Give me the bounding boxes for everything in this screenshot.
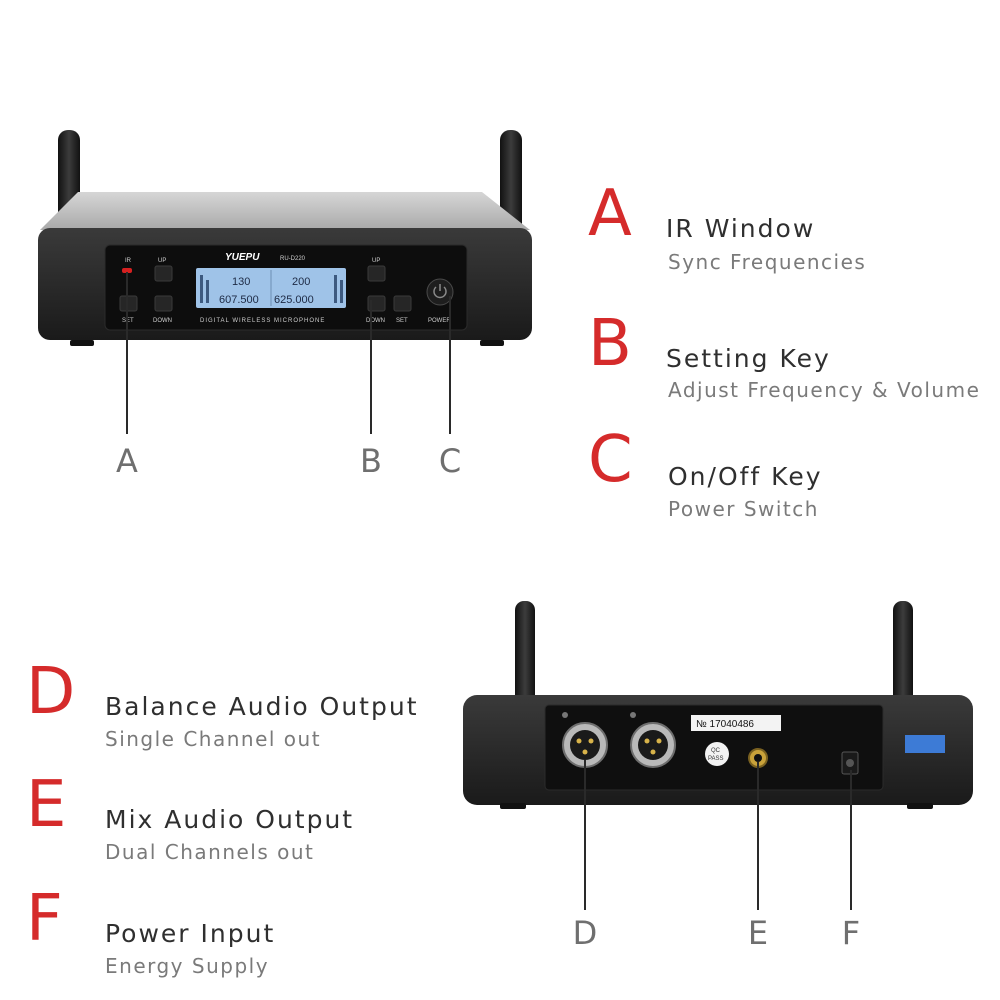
lcd-ch2-freq: 625.000	[274, 294, 314, 306]
feature-title-a: IR Window	[666, 214, 816, 243]
down-left-button[interactable]	[154, 295, 173, 312]
feature-title-d: Balance Audio Output	[105, 692, 419, 721]
device-top	[40, 192, 530, 230]
brand-logo: YUEPU	[225, 252, 260, 263]
callout-label-a: A	[116, 442, 138, 480]
down-right-label: DOWN	[366, 318, 385, 324]
feature-subtitle-b: Adjust Frequency & Volume	[668, 378, 981, 402]
model-label: RU-D220	[280, 256, 306, 262]
feature-title-f: Power Input	[105, 919, 276, 948]
serial-sticker	[691, 715, 781, 731]
callout-label-d: D	[572, 914, 598, 952]
up-left-button[interactable]	[154, 265, 173, 282]
up-right-label: UP	[372, 258, 380, 264]
lcd-ch1-freq: 607.500	[219, 294, 259, 306]
set-right-button[interactable]	[393, 295, 412, 312]
feature-title-c: On/Off Key	[668, 462, 823, 491]
feature-letter-c: C	[588, 423, 633, 497]
front-panel-illustration: IR UP SET DOWN YUEPU RU-D220 130 200 607…	[38, 130, 532, 346]
down-right-button[interactable]	[367, 295, 386, 312]
set-left-button[interactable]	[119, 295, 138, 312]
feature-title-e: Mix Audio Output	[105, 805, 355, 834]
feature-subtitle-d: Single Channel out	[105, 727, 322, 751]
panel-subtitle: DIGITAL WIRELESS MICROPHONE	[200, 318, 325, 324]
feature-letter-a: A	[588, 177, 632, 251]
callout-label-c: C	[438, 442, 462, 480]
callout-line-b	[370, 300, 372, 434]
antenna-right	[893, 601, 913, 711]
down-left-label: DOWN	[153, 318, 172, 324]
set-left-label: SET	[122, 318, 134, 324]
callout-line-d	[584, 760, 586, 910]
set-right-label: SET	[396, 318, 408, 324]
feature-subtitle-c: Power Switch	[668, 497, 819, 521]
foot	[70, 340, 94, 346]
callout-line-e	[757, 762, 759, 910]
antenna-left	[515, 601, 535, 711]
up-right-button[interactable]	[367, 265, 386, 282]
feature-subtitle-e: Dual Channels out	[105, 840, 315, 864]
lcd-ch1-channel: 130	[232, 276, 250, 288]
power-label: POWER	[428, 318, 451, 324]
feature-subtitle-a: Sync Frequencies	[668, 250, 867, 274]
feature-letter-f: F	[26, 882, 63, 956]
callout-label-e: E	[747, 914, 769, 952]
foot	[480, 340, 504, 346]
qc-label: QC	[711, 748, 721, 754]
qc-pass-label: PASS	[708, 756, 724, 762]
callout-line-f	[850, 770, 852, 910]
ir-label: IR	[125, 258, 132, 264]
feature-letter-e: E	[26, 768, 67, 842]
callout-label-b: B	[360, 442, 382, 480]
qc-pass-sticker	[705, 742, 729, 766]
feature-letter-d: D	[26, 655, 76, 729]
power-button[interactable]	[426, 278, 454, 306]
callout-line-c	[449, 296, 451, 434]
feature-title-b: Setting Key	[666, 344, 831, 373]
rear-panel-illustration: № 17040486 QC PASS	[463, 601, 973, 809]
callout-label-f: F	[841, 914, 861, 952]
foot	[500, 803, 526, 809]
up-left-label: UP	[158, 258, 166, 264]
power-icon	[433, 286, 447, 299]
ir-window	[122, 268, 132, 273]
feature-letter-b: B	[588, 307, 632, 381]
serial-number: № 17040486	[696, 719, 754, 730]
feature-subtitle-f: Energy Supply	[105, 954, 270, 978]
side-label	[905, 735, 945, 753]
callout-line-a	[126, 272, 128, 434]
lcd-ch2-channel: 200	[292, 276, 310, 288]
foot	[907, 803, 933, 809]
